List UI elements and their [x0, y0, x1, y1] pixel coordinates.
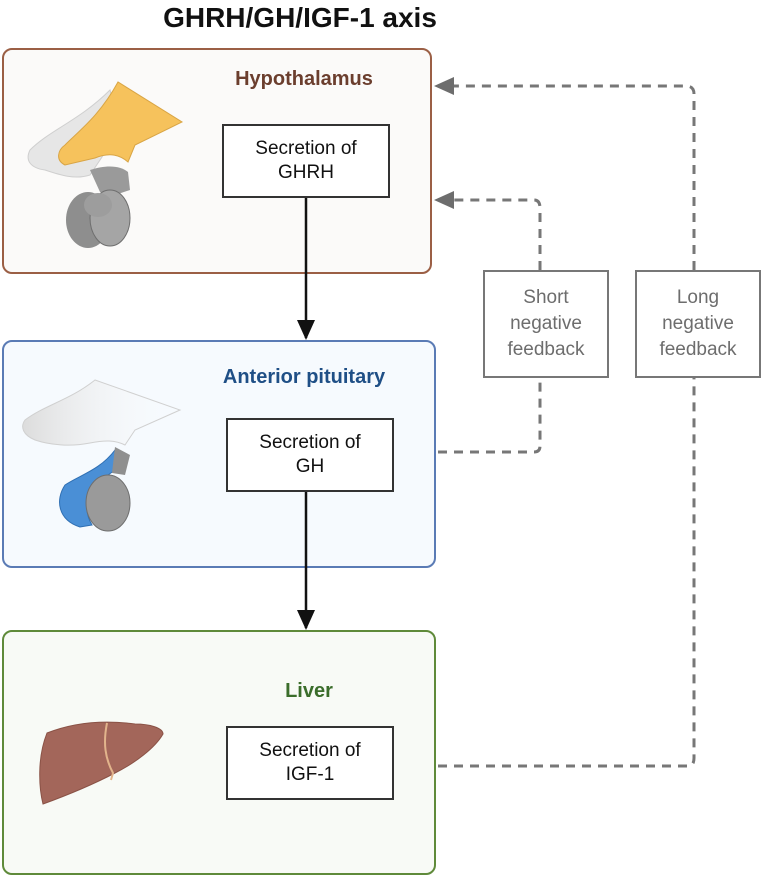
ghrh-secretion-line1: Secretion of: [255, 138, 357, 159]
gh-secretion-line1: Secretion of: [259, 432, 361, 453]
long-feedback-line3: feedback: [659, 339, 737, 360]
igf1-secretion-line1: Secretion of: [259, 740, 361, 761]
short-feedback-line2: negative: [510, 313, 582, 334]
ghrh-secretion-box: Secretion of GHRH: [222, 124, 390, 198]
long-negative-feedback-box: Long negative feedback: [635, 270, 761, 378]
igf1-secretion-line2: IGF-1: [285, 764, 335, 785]
anterior-pituitary-label: Anterior pituitary: [222, 366, 386, 388]
ghrh-secretion-line2: GHRH: [278, 162, 334, 183]
hypothalamus-label: Hypothalamus: [235, 68, 373, 90]
long-feedback-arrowhead: [434, 77, 454, 95]
short-negative-feedback-box: Short negative feedback: [483, 270, 609, 378]
long-feedback-line2: negative: [662, 313, 734, 334]
arrowhead-ghrh-to-pituitary: [297, 320, 315, 340]
gh-secretion-box: Secretion of GH: [226, 418, 394, 492]
liver-label: Liver: [285, 680, 333, 702]
anterior-pituitary-icon: [22, 379, 182, 532]
short-feedback-line3: feedback: [507, 339, 585, 360]
hypothalamus-pituitary-icon: [27, 81, 184, 248]
long-feedback-line: [438, 84, 696, 768]
igf1-secretion-box: Secretion of IGF-1: [226, 726, 394, 800]
short-feedback-arrowhead: [434, 191, 454, 209]
gh-secretion-line2: GH: [295, 456, 325, 477]
liver-icon: [39, 721, 164, 805]
long-feedback-line1: Long: [676, 287, 720, 308]
short-feedback-line1: Short: [523, 287, 569, 308]
diagram-title: GHRH/GH/IGF-1 axis: [163, 2, 437, 33]
arrowhead-gh-to-liver: [297, 610, 315, 630]
